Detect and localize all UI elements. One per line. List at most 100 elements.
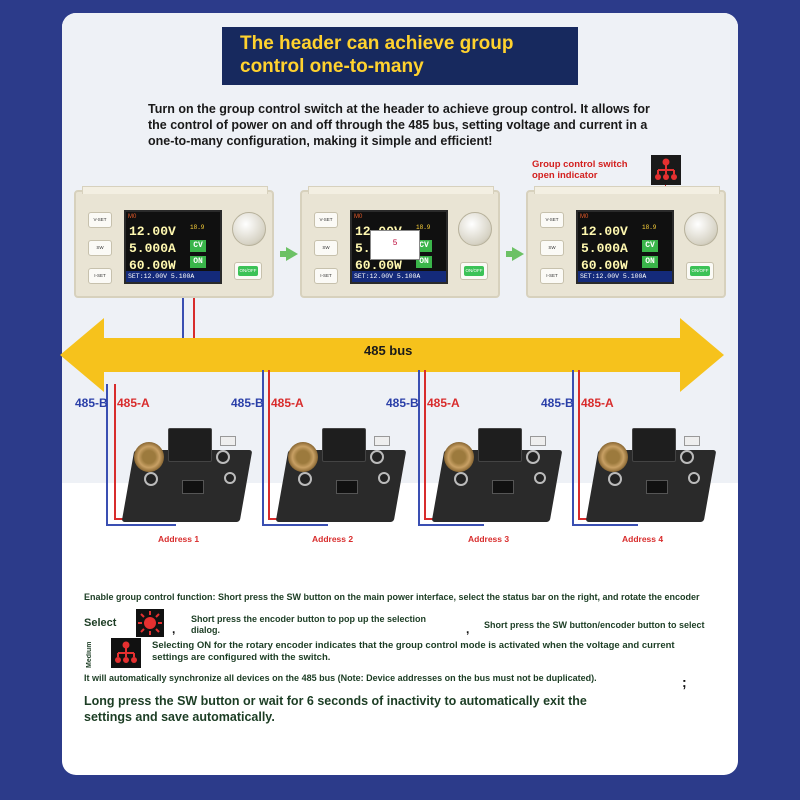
iset-button[interactable]: I-SET xyxy=(314,268,338,284)
module-screen: M0 18.9 12.00V 5.000A 60.00W CV ON SET:1… xyxy=(350,210,448,284)
bus-label: 485 bus xyxy=(364,343,413,358)
sync-text: It will automatically synchronize all de… xyxy=(84,673,597,683)
intro-text: Turn on the group control switch at the … xyxy=(148,102,650,148)
inductor-coil xyxy=(444,442,474,472)
title-line-1: The header can achieve group xyxy=(240,33,514,54)
on-badge: ON xyxy=(642,256,658,268)
wire-b-1-horizontal xyxy=(106,524,176,526)
temperature-value: 18.9 xyxy=(416,224,431,231)
onoff-button[interactable]: ON/OFF xyxy=(234,262,262,280)
power-value: 60.00W xyxy=(581,258,628,273)
wire-a-3 xyxy=(424,370,426,520)
temperature-value: 18.9 xyxy=(642,224,657,231)
onoff-label: ON/OFF xyxy=(238,266,258,276)
set-line: SET:12.00V 5.100A xyxy=(578,271,672,282)
capacitor xyxy=(378,472,390,484)
header-wire-a xyxy=(193,298,195,338)
inductor-coil xyxy=(598,442,628,472)
iset-button[interactable]: I-SET xyxy=(88,268,112,284)
power-module-header: V-SET SW I-SET M0 18.9 12.00V 5.000A 60.… xyxy=(74,186,274,298)
indicator-label-line-1: Group control switch xyxy=(532,159,628,170)
onoff-button[interactable]: ON/OFF xyxy=(686,262,714,280)
capacitor xyxy=(534,472,546,484)
address-label-1: Address 1 xyxy=(158,534,200,544)
vset-button[interactable]: V-SET xyxy=(88,212,112,228)
cooling-fan xyxy=(478,428,522,462)
connector xyxy=(374,436,390,446)
wire-b-2-horizontal xyxy=(262,524,328,526)
power-module-2: V-SET SW I-SET M0 18.9 12.00V 5.000A 60.… xyxy=(300,186,500,298)
current-value: 5.000A xyxy=(581,241,628,256)
capacitor xyxy=(688,472,700,484)
rotary-encoder-knob[interactable] xyxy=(684,212,718,246)
sw-button[interactable]: SW xyxy=(540,240,564,256)
green-arrow-stem xyxy=(280,251,286,257)
wire-b-3 xyxy=(418,370,420,526)
step-1-text: Short press the encoder button to pop up… xyxy=(191,614,427,635)
wire-label-a-3: 485-A xyxy=(427,396,460,410)
wire-b-2 xyxy=(262,370,264,526)
cooling-fan xyxy=(168,428,212,462)
capacitor xyxy=(144,472,158,486)
wire-label-a-4: 485-A xyxy=(581,396,614,410)
mode-label: M0 xyxy=(128,214,137,220)
rotary-encoder-knob[interactable] xyxy=(232,212,266,246)
cv-badge: CV xyxy=(642,240,658,252)
sw-button[interactable]: SW xyxy=(314,240,338,256)
wire-label-a-2: 485-A xyxy=(271,396,304,410)
module-lip xyxy=(308,186,494,194)
long-press-text: Long press the SW button or wait for 6 s… xyxy=(84,694,587,724)
mode-label: M0 xyxy=(580,214,589,220)
address-label-3: Address 3 xyxy=(468,534,510,544)
temperature-value: 18.9 xyxy=(190,224,205,231)
chip xyxy=(336,480,358,494)
voltage-value: 12.00V xyxy=(129,224,176,239)
voltage-value: 12.00V xyxy=(581,224,628,239)
onoff-label: ON/OFF xyxy=(464,266,484,276)
indicator-label-line-2: open indicator xyxy=(532,170,598,181)
module-screen: M0 18.9 12.00V 5.000A 60.00W CV ON SET:1… xyxy=(576,210,674,284)
wire-b-3-horizontal xyxy=(418,524,484,526)
address-label-4: Address 4 xyxy=(622,534,664,544)
page-title: The header can achieve group control one… xyxy=(222,27,578,85)
medium-label: Medium xyxy=(86,641,93,669)
vset-button[interactable]: V-SET xyxy=(314,212,338,228)
wire-label-b-2: 485-B xyxy=(231,396,264,410)
current-value: 5.000A xyxy=(129,241,176,256)
indicator-label: Group control switch open indicator xyxy=(532,159,628,181)
wire-b-1 xyxy=(106,384,108,526)
rotary-encoder-knob[interactable] xyxy=(458,212,492,246)
wire-a-4 xyxy=(578,370,580,520)
green-arrow-stem xyxy=(506,251,512,257)
wire-label-b-1: 485-B xyxy=(75,396,108,410)
mode-label: M0 xyxy=(354,214,363,220)
iset-button[interactable]: I-SET xyxy=(540,268,564,284)
comma: , xyxy=(172,622,176,636)
green-arrow-icon xyxy=(286,247,298,261)
power-module-3: V-SET SW I-SET M0 18.9 12.00V 5.000A 60.… xyxy=(526,186,726,298)
group-control-icon xyxy=(111,638,141,668)
wire-label-b-3: 485-B xyxy=(386,396,419,410)
green-arrow-icon xyxy=(512,247,524,261)
connector xyxy=(530,436,546,446)
wire-b-4 xyxy=(572,370,574,526)
module-lip xyxy=(82,186,268,194)
enable-instruction: Enable group control function: Short pre… xyxy=(84,592,700,602)
cv-badge: CV xyxy=(190,240,206,252)
power-value: 60.00W xyxy=(355,258,402,273)
capacitor xyxy=(370,450,384,464)
wire-b-4-horizontal xyxy=(572,524,638,526)
capacitor xyxy=(454,472,468,486)
capacitor xyxy=(298,472,312,486)
wire-a-1 xyxy=(114,384,116,520)
onoff-button[interactable]: ON/OFF xyxy=(460,262,488,280)
converter-board-4 xyxy=(585,428,717,524)
chip xyxy=(182,480,204,494)
sw-button[interactable]: SW xyxy=(88,240,112,256)
vset-button[interactable]: V-SET xyxy=(540,212,564,228)
connector xyxy=(684,436,700,446)
module-screen: M0 18.9 12.00V 5.000A 60.00W CV ON SET:1… xyxy=(124,210,222,284)
capacitor xyxy=(608,472,622,486)
comma: , xyxy=(466,622,470,636)
selection-popup: 5 xyxy=(370,230,420,260)
